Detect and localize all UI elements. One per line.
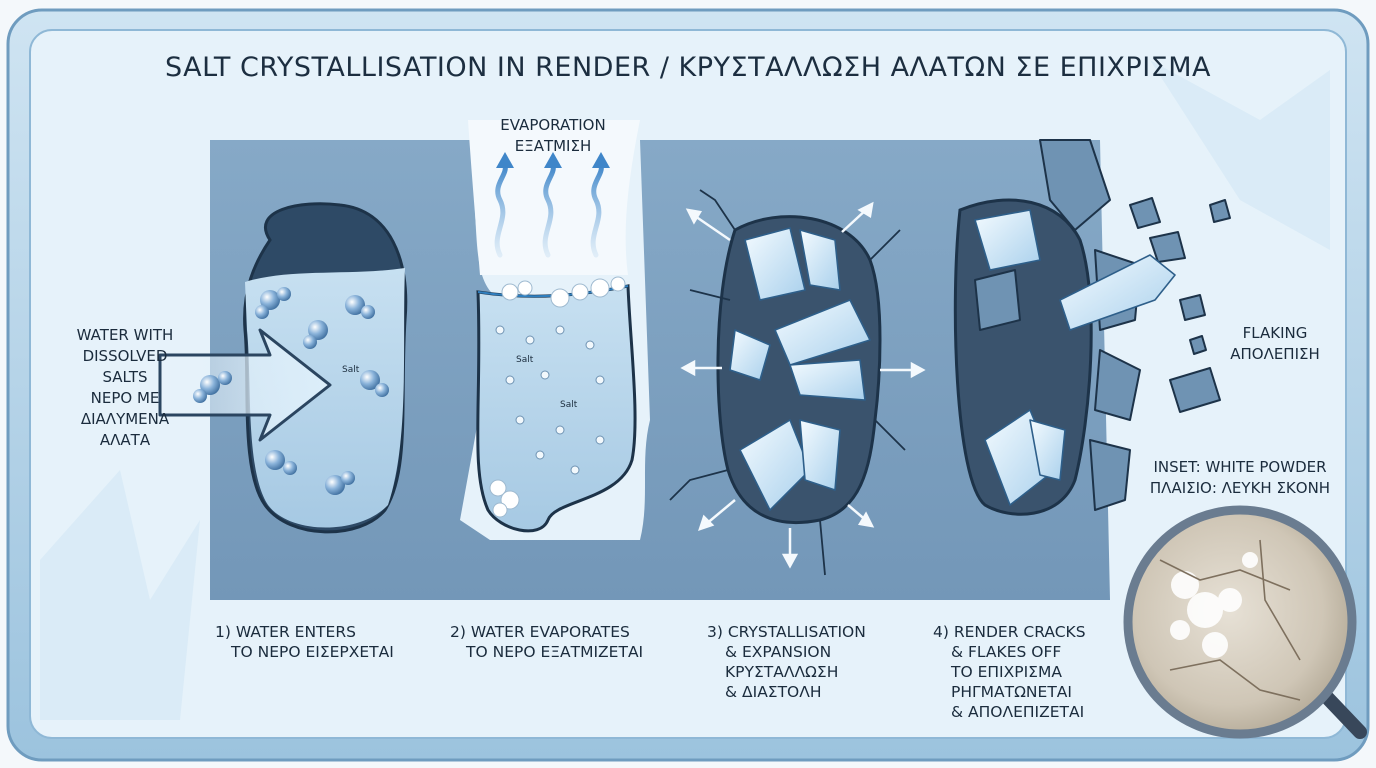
diagram-title: SALT CRYSTALLISATION IN RENDER / ΚΡΥΣΤΑΛ… [164,52,1211,83]
evaporation-opening [468,120,640,275]
step-caption-line: 4) RENDER CRACKS [933,623,1086,641]
inflow-label-line: ΝΕΡΟ ΜΕ [90,389,160,407]
step-caption-3: 3) CRYSTALLISATION & EXPANSION ΚΡΥΣΤΑΛΛΩ… [707,622,907,702]
salt-particles [495,325,605,475]
inset-cracks [1159,539,1301,701]
cracks-3 [669,189,906,576]
ice-texture-right [1150,60,1330,250]
inset-salt-deposits [1170,552,1258,658]
water-molecules [193,287,389,495]
evaporation-label-line: EVAPORATION [500,116,606,134]
step-caption-line: ΤΟ ΝΕΡΟ ΕΙΣΕΡΧΕΤΑΙ [231,643,394,661]
step-caption-line: ΡΗΓΜΑΤΩΝΕΤΑΙ [951,683,1072,701]
inflow-label-line: DISSOLVED [82,347,168,365]
water-1 [245,268,405,528]
step-caption-line: ΚΡΥΣΤΑΛΛΩΣΗ [725,663,839,681]
step-caption-line: 2) WATER EVAPORATES [450,623,630,641]
inflow-label: WATER WITH DISSOLVED SALTS ΝΕΡΟ ΜΕ ΔΙΑΛΥ… [40,325,210,451]
flaking-label-line: ΑΠΟΛΕΠΙΣΗ [1230,345,1320,363]
ice-texture-left [40,470,200,720]
evaporation-label-line: ΕΞΑΤΜΙΣΗ [514,137,592,155]
step-caption-line: 3) CRYSTALLISATION [707,623,866,641]
step-caption-line: 1) WATER ENTERS [215,623,356,641]
inflow-label-line: ΑΛΑΤΑ [99,431,151,449]
crystals-4 [974,209,1176,506]
vapor-arrowheads [496,152,610,168]
salt-tag: Salt [342,365,360,375]
step-caption-1: 1) WATER ENTERS ΤΟ ΝΕΡΟ ΕΙΣΕΡΧΕΤΑΙ [215,622,405,662]
inflow-arrow [158,328,332,442]
salt-tag: Salt [560,400,578,410]
step-caption-line: & FLAKES OFF [951,643,1062,661]
step-caption-line: & EXPANSION [725,643,832,661]
crystals-3 [729,227,871,511]
step-caption-line: & ΑΠΟΛΕΠΙΖΕΤΑΙ [951,703,1085,721]
flaking-label-line: FLAKING [1242,324,1308,342]
inset-label-line: INSET: WHITE POWDER [1153,458,1327,476]
evaporation-label: EVAPORATION ΕΞΑΤΜΙΣΗ [478,115,628,157]
step-caption-line: ΤΟ ΕΠΙΧΡΙΣΜΑ [951,663,1062,681]
inflow-label-line: WATER WITH [76,326,174,344]
vapor-arrows [494,162,604,258]
step-caption-line: ΤΟ ΝΕΡΟ ΕΞΑΤΜΙΖΕΤΑΙ [466,643,644,661]
step-caption-2: 2) WATER EVAPORATES ΤΟ ΝΕΡΟ ΕΞΑΤΜΙΖΕΤΑΙ [450,622,670,662]
salt-crust [489,276,626,518]
inflow-label-line: SALTS [102,368,148,386]
expansion-arrows [680,201,926,569]
flaking-label: FLAKING ΑΠΟΛΕΠΙΣΗ [1215,323,1335,365]
render-band [210,140,1110,600]
salt-tag: Salt [516,355,534,365]
flying-flakes [1129,197,1231,413]
inflow-label-line: ΔΙΑΛΥΜΕΝΑ [80,410,170,428]
inset-label-line: ΠΛΑΙΣΙΟ: ΛΕΥΚΗ ΣΚΟΝΗ [1149,479,1331,497]
step-caption-4: 4) RENDER CRACKS & FLAKES OFF ΤΟ ΕΠΙΧΡΙΣ… [933,622,1123,722]
magnifier-lens [1123,505,1357,739]
step-caption-line: & ΔΙΑΣΤΟΛΗ [725,683,822,701]
inset-label: INSET: WHITE POWDER ΠΛΑΙΣΙΟ: ΛΕΥΚΗ ΣΚΟΝΗ [1130,457,1350,499]
